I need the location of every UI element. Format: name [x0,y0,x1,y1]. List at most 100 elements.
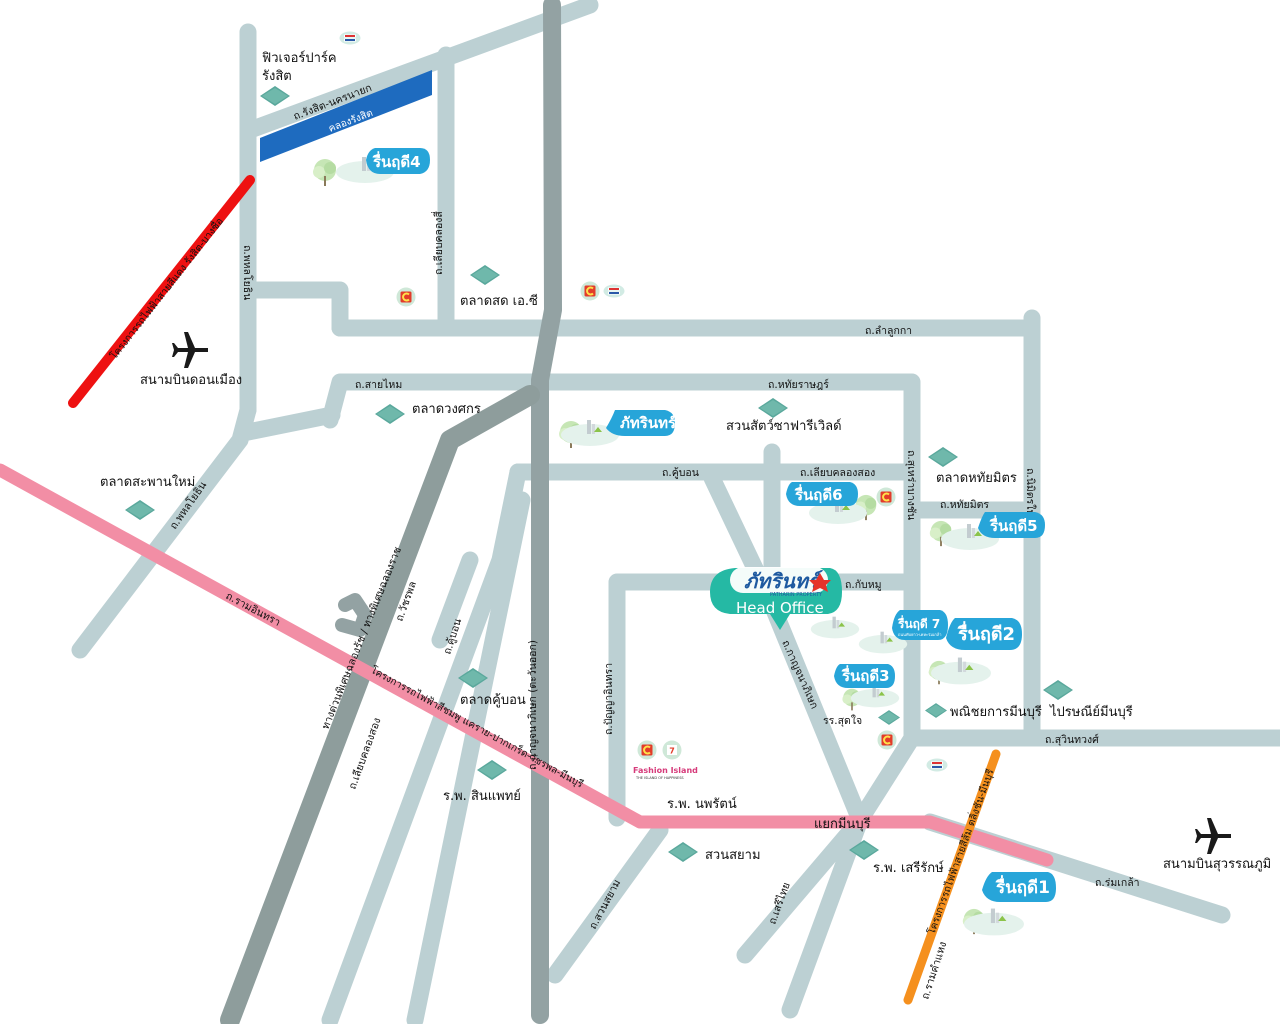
landmark-icon [928,447,958,467]
label-minburi-junction: แยกมีนบุรี [814,816,871,832]
road-network [71,0,1280,1024]
ruenrudee-logo-icon [850,685,900,708]
store-icons: Fashion Island THE ISLAND OF HAPPINESS [339,31,948,780]
label-liap-khlong-si: ถ.เลียบคลองสี่ [431,211,445,275]
label-thep-rak: ถ.หทัยมิตร [940,499,989,511]
label-suvarnabhumi: สนามบินสุวรรณภูมิ [1163,857,1271,872]
label-safari-world: สวนสัตว์ซาฟารีเวิลด์ [726,418,842,434]
label-seriruk: ร.พ. เสรีรักษ์ [873,860,944,876]
rail-red-line [68,175,255,408]
label-sai-mai: ถ.สายไหม [355,378,402,391]
label-future-park-line2: รังสิต [262,69,292,84]
label-ruenrudee7: รื่นฤดี 7 [897,615,940,631]
bubble-ruenrudee5 [978,512,1045,538]
landmark-icon [470,265,500,285]
landmark-icon [1043,680,1073,700]
tesco-lotus-icon [603,284,625,298]
label-red-line: โครงการรถไฟฟ้าสายสีแดง รังสิต-บางซื่อ [106,214,226,362]
projects: รื่นฤดี4 ภัทรินทร์1 รื่นฤดี6 รื่นฤดี5 รื… [313,148,1056,936]
label-ruenrudee4: รื่นฤดี4 [372,151,421,171]
big-c-icon [396,287,416,307]
label-post-minburi: ไปรษณีย์มีนบุรี [1049,704,1133,720]
bubble-ruenrudee6 [786,482,858,506]
label-outer-ring: ถ.กาญจนาภิเษก (ตะวันออก) [527,640,539,770]
label-phahonyothin-north: ถ.พหลโยธิน [241,245,254,300]
road-watcharaphon [321,463,527,1024]
bubble-ruenrudee2 [946,618,1022,650]
big-c-icon [637,740,657,760]
label-liap-khlong-song: ถ.เลียบคลองสอง [800,466,875,479]
road-expressway-loop [335,593,372,637]
label-talad-khu-bon: ตลาดคู้บอน [460,693,526,708]
label-panya-intra: ถ.ปัญญาอินทรา [603,663,615,735]
label-sinphaet: ร.พ. สินแพทย์ [443,788,521,804]
label-suan-siam: สวนสยาม [705,848,761,863]
label-kheha-rom-klao: ถ.กับหมู [845,579,882,591]
label-don-mueang: สนามบินดอนเมือง [140,372,242,388]
label-talad-ac: ตลาดสด เอ.ซี [460,293,538,309]
bubble-ruenrudee3 [834,664,895,688]
airplane-icon [172,332,208,368]
road-seri-thai [736,811,869,964]
road-outer-ring [531,0,562,1024]
road-ramkhamhaeng-south [781,811,869,1019]
label-hathai-rat: ถ.หทัยราษฎร์ [768,378,829,391]
big-c-icon [877,730,897,750]
label-talad-saphan-mai: ตลาดสะพานใหม่ [100,474,195,490]
seven-eleven-icon [662,740,682,760]
label-ramkhamhaeng-minburi: ถ.สุเหร่าบางชัน [905,450,917,520]
road-connector-top [241,281,349,337]
label-phatharin1: ภัทรินทร์1 [620,414,686,432]
canal-khlong-rangsit [260,70,432,162]
landmark-icon [375,404,405,424]
landmark-icon [878,710,900,725]
label-expressway: ทางด่วนพิเศษฉลองรัช / ทางพิเศษฉลองราช [320,545,404,731]
tesco-lotus-icon [339,31,361,45]
head-office-marker: ภัทรินทร์ PATHARIN PROPERTY Head Office [710,567,842,630]
label-nimit-mai: ถ.นิมิตรใหม่ [1024,468,1037,523]
label-ruenrudee5: รื่นฤดี5 [989,515,1038,535]
road-expressway [220,385,540,1024]
label-ramindra-kanchanaphisek: ถ.กาญจนาภิเษก [779,638,820,710]
head-office-logo-sub: PATHARIN PROPERTY [770,592,823,598]
big-c-icon [580,281,600,301]
big-c-icon [876,487,896,507]
label-fashion-island-sub: THE ISLAND OF HAPPINESS [635,776,684,780]
rail-pink-line [0,463,1054,867]
label-phanit-minburi: พณิชยการมีนบุรี [950,704,1042,720]
road-khu-bon-vertical [406,491,531,1024]
bubble-ruenrudee7 [892,610,948,640]
label-future-park-line1: ฟิวเจอร์ปาร์ค [262,50,337,66]
label-talad-hathai-mit: ตลาดหทัยมิตร [936,471,1017,486]
label-nopparat: ร.พ. นพรัตน์ [667,796,737,812]
landmarks: ฟิวเจอร์ปาร์ค รังสิต ตลาดสด เอ.ซี ตลาดวง… [100,50,1133,876]
road-sai-mai-connector [239,406,341,441]
label-fashion-island: Fashion Island [633,766,698,775]
label-lam-luk-ka: ถ.ลำลูกกา [865,325,912,337]
label-sukjai: รร.สุดใจ [823,714,862,727]
road-phahonyothin-south [71,401,257,659]
ruenrudee-logo-icon [810,616,860,639]
tesco-lotus-icon [926,758,948,772]
road-rangsit-nakhonnayok [241,0,599,139]
landmark-icon [668,842,698,862]
rail-orange-line [903,749,1001,1005]
road-kanchanaphisek-lower [761,591,869,829]
label-orange-line: โครงการรถไฟฟ้าสายสีส้ม ตลิ่งชัน-มีนบุรี [924,766,997,936]
landmark-icon [758,398,788,418]
tree-icon [313,159,336,186]
road-khu-bon-left [431,551,479,649]
road-sai-mai [321,373,921,747]
label-ruenrudee6: รื่นฤดี6 [794,484,843,504]
label-ram-inthra: ถ.รามอินทรา [224,590,283,629]
landmark-icon [125,500,155,520]
label-khu-bon-top: ถ.คู้บอน [662,467,699,479]
head-office-label: Head Office [736,599,824,617]
label-talad-wongsakorn: ตลาดวงศกร [412,402,481,417]
label-ruenrudee1: รื่นฤดี1 [995,875,1050,898]
landmark-icon [925,703,947,718]
airplane-icon [1195,818,1231,854]
label-suwinthawong: ถ.สุวินทวงศ์ [1045,733,1099,746]
road-ramkhamhaeng-north [851,729,921,829]
